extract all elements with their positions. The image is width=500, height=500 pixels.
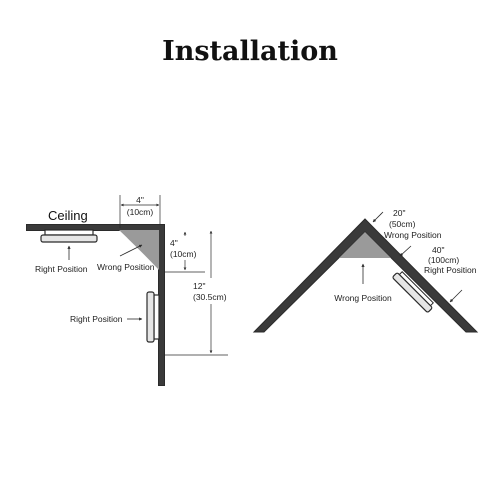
wall-span-inch: 12": [193, 281, 205, 291]
peak-gap-note: Wrong Position: [384, 230, 442, 240]
arrow-icon: [372, 211, 384, 223]
wrong-position-right-label: Wrong Position: [334, 293, 392, 303]
smoke-detector-icon: [146, 291, 160, 343]
ceiling-slab: [27, 225, 164, 230]
smoke-detector-icon: [40, 229, 98, 243]
ceiling-wall-diagram: Ceiling 4" (10cm) 4" (10cm) 12" (30.5cm)…: [26, 195, 232, 386]
pitched-roof-diagram: 20" (50cm) Wrong Position 40" (100cm) Ri…: [252, 208, 479, 333]
wrong-position-left-label: Wrong Position: [97, 262, 155, 272]
top-gap-inch: 4": [136, 195, 144, 205]
slope-gap-metric: (100cm): [428, 255, 459, 265]
arrow-icon: [449, 289, 463, 303]
arrow-icon: [399, 245, 412, 257]
wall-span-label-bg: [190, 278, 232, 304]
wall-slab: [159, 225, 164, 385]
page-title: Installation: [162, 36, 338, 67]
smoke-detector-icon: [392, 271, 434, 313]
arrow-icon: [119, 244, 143, 257]
right-position-wall-label: Right Position: [70, 314, 123, 324]
roof-outline: [252, 218, 479, 333]
peak-gap-inch: 20": [393, 208, 405, 218]
dead-air-zone: [119, 230, 159, 270]
wall-gap-metric: (10cm): [170, 249, 197, 259]
top-gap-metric: (10cm): [127, 207, 154, 217]
right-position-ceiling-label: Right Position: [35, 264, 88, 274]
wall-gap-label-bg: [167, 236, 203, 260]
wall-gap-inch: 4": [170, 238, 178, 248]
peak-gap-metric: (50cm): [389, 219, 416, 229]
slope-gap-inch: 40": [432, 245, 444, 255]
wall-span-metric: (30.5cm): [193, 292, 227, 302]
dead-air-zone: [339, 232, 391, 258]
slope-gap-note: Right Position: [424, 265, 477, 275]
ceiling-label: Ceiling: [48, 208, 88, 223]
